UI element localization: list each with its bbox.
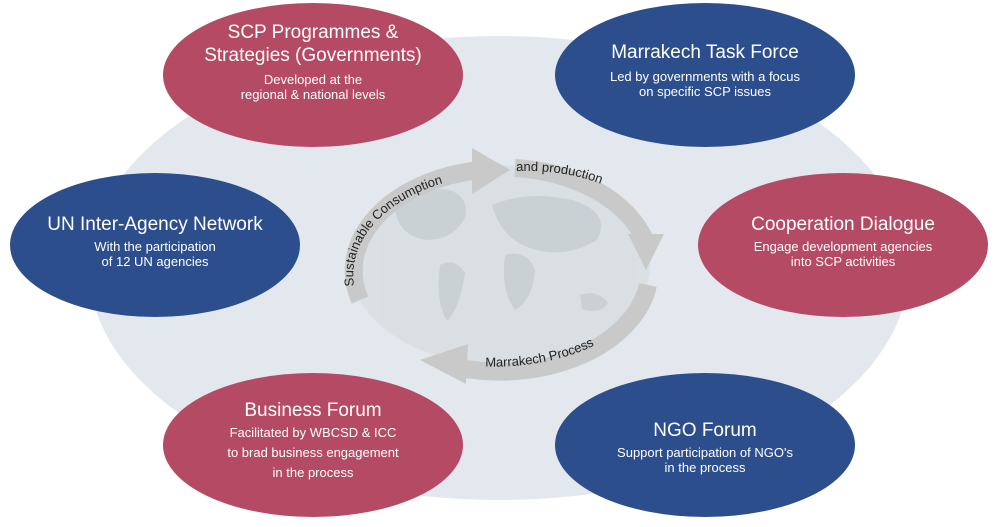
node-business-forum: Business Forum Facilitated by WBCSD & IC… bbox=[183, 400, 443, 483]
node-title-line: Strategies (Governments) bbox=[204, 44, 422, 66]
cycle-arrows bbox=[344, 159, 657, 381]
node-body-line: on specific SCP issues bbox=[639, 84, 771, 100]
node-body-line: into SCP activities bbox=[790, 254, 896, 270]
node-body-line: Developed at the bbox=[263, 71, 363, 87]
node-ellipse-business-forum bbox=[163, 373, 463, 517]
node-title-line: Marrakech Task Force bbox=[611, 42, 799, 63]
node-cooperation-dialogue: Cooperation Dialogue Engage development … bbox=[718, 214, 968, 270]
node-title-line: SCP Programmes & bbox=[227, 22, 399, 43]
node-title-line: Cooperation Dialogue bbox=[751, 214, 935, 235]
arrow-top-left bbox=[344, 161, 481, 304]
node-body-line: Led by governments with a focus bbox=[609, 68, 801, 84]
arrow-head-bottom bbox=[420, 344, 468, 384]
node-ellipse-scp-programmes bbox=[163, 3, 463, 147]
node-body-line: With the participation bbox=[94, 238, 216, 254]
node-un-inter-agency: UN Inter-Agency Network With the partici… bbox=[30, 214, 280, 270]
node-body-line: Engage development agencies bbox=[753, 238, 933, 254]
node-body-line: in the process bbox=[664, 460, 746, 476]
node-title-line: NGO Forum bbox=[653, 420, 757, 441]
node-ellipse-cooperation-dialogue bbox=[698, 173, 988, 317]
node-body-line: Facilitated by WBCSD & ICC bbox=[229, 424, 397, 440]
node-ellipse-ngo-forum bbox=[555, 373, 855, 517]
arrow-heads bbox=[420, 148, 664, 384]
node-title-line: Business Forum bbox=[244, 400, 382, 421]
node-ellipse-marrakech-task-force bbox=[555, 3, 855, 147]
node-body-line: in the process bbox=[272, 465, 354, 481]
node-body-line: Support participation of NGO's bbox=[617, 444, 793, 460]
arrow-head-top-right bbox=[628, 234, 664, 270]
node-ngo-forum: NGO Forum Support participation of NGO's… bbox=[575, 420, 835, 476]
node-marrakech-task-force: Marrakech Task Force Led by governments … bbox=[575, 42, 835, 100]
node-body-line: to brad business engagement bbox=[227, 444, 399, 460]
arrow-head-top-left bbox=[472, 148, 510, 194]
node-ellipse-un-inter-agency bbox=[10, 173, 300, 317]
world-map bbox=[350, 165, 650, 365]
node-title-line: UN Inter-Agency Network bbox=[47, 214, 263, 235]
node-body-line: regional & national levels bbox=[240, 87, 386, 103]
arrow-top-right bbox=[514, 159, 654, 244]
arrow-bottom bbox=[453, 282, 657, 381]
node-body-line: of 12 UN agencies bbox=[101, 254, 209, 270]
node-scp-programmes: SCP Programmes & Strategies (Governments… bbox=[183, 22, 443, 103]
